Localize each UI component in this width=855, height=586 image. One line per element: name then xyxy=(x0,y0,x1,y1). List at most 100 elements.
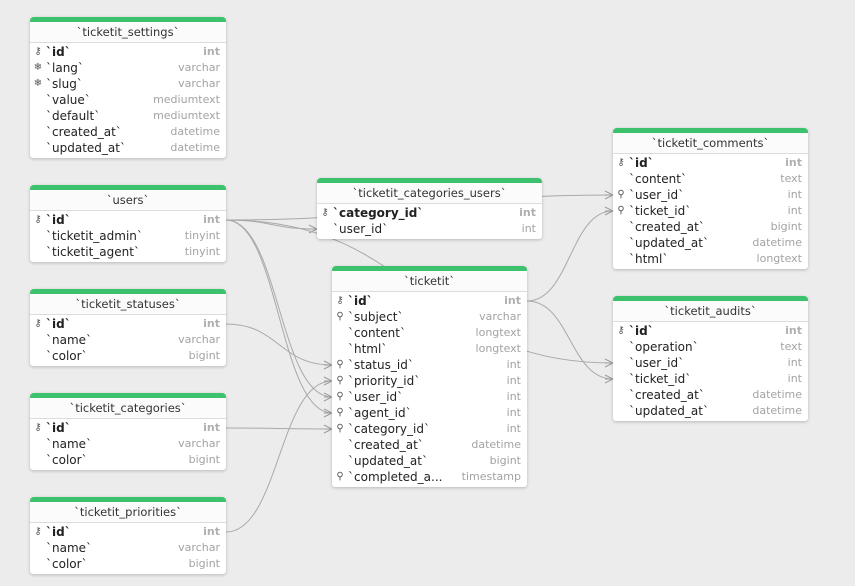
column-type: int xyxy=(521,222,536,235)
table-priorities[interactable]: `ticketit_priorities`⚷`id`int`name`varch… xyxy=(30,497,226,574)
table-audits[interactable]: `ticketit_audits`⚷`id`int`operation`text… xyxy=(613,296,808,421)
column-row[interactable]: ⚲`subject`varchar xyxy=(332,309,527,325)
column-name: `user_id` xyxy=(333,222,389,236)
column-row[interactable]: `operation`text xyxy=(613,339,808,355)
column-row[interactable]: `name` varchar xyxy=(30,436,226,452)
column-row[interactable]: `updated_at`datetime xyxy=(613,403,808,419)
column-row[interactable]: `content`longtext xyxy=(332,325,527,341)
table-cat-users[interactable]: `ticketit_categories_users`⚷`category_id… xyxy=(317,178,542,239)
link-users-ticket-user-crow xyxy=(323,392,334,402)
column-row[interactable]: ⚲`user_id`int xyxy=(332,389,527,405)
column-row[interactable]: `updated_at`datetime xyxy=(30,140,226,156)
column-name: `created_at` xyxy=(46,125,122,139)
table-categories[interactable]: `ticketit_categories`⚷`id`int`name` varch… xyxy=(30,393,226,470)
column-row[interactable]: `ticketit_agent`tinyint xyxy=(30,244,226,260)
table-title[interactable]: `ticketit_comments` xyxy=(613,133,808,154)
table-title[interactable]: `ticketit_priorities` xyxy=(30,502,226,523)
column-row[interactable]: `color`bigint xyxy=(30,348,226,364)
column-type: int xyxy=(203,317,220,330)
column-row[interactable]: `content`text xyxy=(613,171,808,187)
column-row[interactable]: ⚷`id`int xyxy=(30,212,226,228)
column-type: datetime xyxy=(170,125,220,138)
column-row[interactable]: ⚷`id`int xyxy=(30,524,226,540)
column-row[interactable]: `created_at`bigint xyxy=(613,219,808,235)
column-row[interactable]: ⚲`user_id`int xyxy=(613,187,808,203)
table-title[interactable]: `ticketit_audits` xyxy=(613,301,808,322)
key-icon: ⚷ xyxy=(34,422,42,433)
column-row[interactable]: `color`bigint xyxy=(30,556,226,572)
column-name: `category_id` xyxy=(348,422,430,436)
column-name: `name` xyxy=(46,541,93,555)
index-icon: ⚲ xyxy=(617,205,625,216)
column-row[interactable]: ⚲`priority_id`int xyxy=(332,373,527,389)
table-settings[interactable]: `ticketit_settings`⚷`id`int❄`lang`varcha… xyxy=(30,17,226,158)
link-users-ticket-user xyxy=(225,219,333,398)
column-row[interactable]: ⚲`status_id`int xyxy=(332,357,527,373)
column-row[interactable]: `updated_at`bigint xyxy=(332,453,527,469)
link-users-catusers-crow xyxy=(308,224,319,234)
column-row[interactable]: `created_at`datetime xyxy=(332,437,527,453)
key-icon: ⚷ xyxy=(34,318,42,329)
column-type: int xyxy=(203,45,220,58)
column-row[interactable]: `name`varchar xyxy=(30,540,226,556)
column-row[interactable]: `updated_at`datetime xyxy=(613,235,808,251)
table-title[interactable]: `ticketit_settings` xyxy=(30,22,226,43)
column-row[interactable]: `default`mediumtext xyxy=(30,108,226,124)
link-users-ticket-agent xyxy=(225,219,333,414)
column-type: int xyxy=(506,358,521,371)
column-type: bigint xyxy=(489,454,521,467)
column-name: `ticketit_admin` xyxy=(46,229,143,243)
column-name: `updated_at` xyxy=(629,236,709,250)
column-row[interactable]: ⚷`id`int xyxy=(30,44,226,60)
column-row[interactable]: `color`bigint xyxy=(30,452,226,468)
column-type: mediumtext xyxy=(153,109,220,122)
table-title[interactable]: `ticketit_categories` xyxy=(30,398,226,419)
column-row[interactable]: ⚲`completed_a...timestamp xyxy=(332,469,527,485)
column-row[interactable]: `ticket_id`int xyxy=(613,371,808,387)
column-row[interactable]: ⚷`id`int xyxy=(613,323,808,339)
column-row[interactable]: ⚲`agent_id`int xyxy=(332,405,527,421)
column-row[interactable]: `created_at` datetime xyxy=(30,124,226,140)
column-type: bigint xyxy=(188,453,220,466)
column-type: int xyxy=(506,390,521,403)
column-row[interactable]: ⚷`id`int xyxy=(30,420,226,436)
column-row[interactable]: `user_id`int xyxy=(613,355,808,371)
column-name: `html` xyxy=(348,342,388,356)
table-title[interactable]: `ticketit` xyxy=(332,271,527,292)
column-row[interactable]: `value`mediumtext xyxy=(30,92,226,108)
column-row[interactable]: ⚲`category_id`int xyxy=(332,421,527,437)
table-title[interactable]: `ticketit_categories_users` xyxy=(317,183,542,204)
column-row[interactable]: ⚷`category_id`int xyxy=(317,205,542,221)
column-row[interactable]: ⚷`id`int xyxy=(613,155,808,171)
column-row[interactable]: ⚲`ticket_id`int xyxy=(613,203,808,219)
link-ticket-audits-crow xyxy=(604,374,615,384)
column-type: int xyxy=(506,406,521,419)
column-row[interactable]: `name`varchar xyxy=(30,332,226,348)
column-row[interactable]: ⚷`id`int xyxy=(30,316,226,332)
column-row[interactable]: ❄`slug`varchar xyxy=(30,76,226,92)
column-row[interactable]: ⚷`id`int xyxy=(332,293,527,309)
column-row[interactable]: `user_id` int xyxy=(317,221,542,237)
table-title[interactable]: `ticketit_statuses` xyxy=(30,294,226,315)
column-type: mediumtext xyxy=(153,93,220,106)
table-title[interactable]: `users` xyxy=(30,190,226,211)
table-ticketit[interactable]: `ticketit`⚷`id`int⚲`subject`varchar`cont… xyxy=(332,266,527,487)
table-comments[interactable]: `ticketit_comments`⚷`id`int`content`text… xyxy=(613,128,808,269)
column-row[interactable]: `ticketit_admin`tinyint xyxy=(30,228,226,244)
column-type: varchar xyxy=(178,77,220,90)
column-type: varchar xyxy=(178,437,220,450)
index-icon: ⚲ xyxy=(336,359,344,370)
key-icon: ⚷ xyxy=(617,325,625,336)
table-users[interactable]: `users`⚷`id`int`ticketit_admin`tinyint`t… xyxy=(30,185,226,262)
column-name: `name` xyxy=(46,437,93,451)
unique-icon: ❄ xyxy=(33,62,43,73)
column-row[interactable]: `html`longtext xyxy=(332,341,527,357)
column-name: `user_id` xyxy=(348,390,404,404)
table-statuses[interactable]: `ticketit_statuses`⚷`id`int`name`varchar… xyxy=(30,289,226,366)
column-name: `id` xyxy=(348,294,373,308)
column-row[interactable]: `created_at`datetime xyxy=(613,387,808,403)
column-row[interactable]: ❄`lang`varchar xyxy=(30,60,226,76)
column-name: `id` xyxy=(46,213,71,227)
column-row[interactable]: `html`longtext xyxy=(613,251,808,267)
